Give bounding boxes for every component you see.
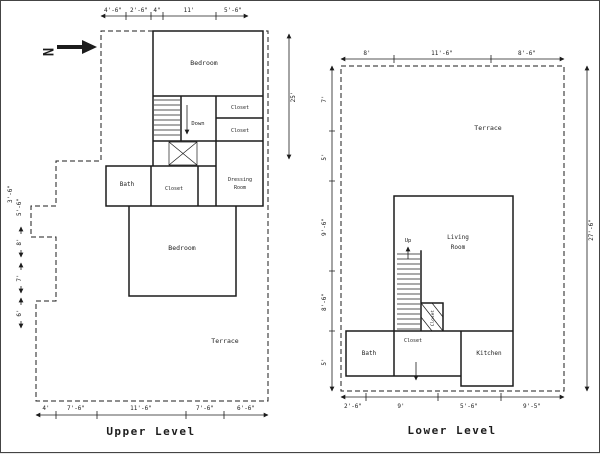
dim-label: 2'-6"	[130, 7, 148, 14]
upper-walls	[105, 30, 264, 297]
room-label-closet-hall: Closet	[165, 186, 183, 192]
room-label-closet-side: Closet	[430, 310, 436, 327]
room-label-terrace-lower: Terrace	[474, 124, 501, 132]
lower-level-title: Lower Level	[407, 424, 496, 437]
room-label-down: Down	[191, 121, 204, 127]
lower-level-plan: Terrace Living Room Up Closet Closet Bat…	[321, 50, 595, 437]
dim-label: 7'	[321, 95, 328, 102]
upper-dim-bottom-ticks	[55, 411, 225, 419]
lower-closet-hatch	[420, 302, 444, 332]
lower-dashed-boundary	[340, 65, 565, 392]
dim-label: 5'-6"	[16, 198, 23, 216]
dim-label: 7'-6"	[196, 405, 214, 412]
dim-label: 27'-6"	[588, 219, 595, 241]
dim-label: 8'	[363, 50, 370, 57]
dim-label: 6'-6"	[237, 405, 255, 412]
room-label-bath: Bath	[120, 181, 135, 188]
north-arrow-head	[82, 40, 97, 54]
room-label-living-1: Living	[447, 234, 469, 241]
upper-level-plan: Bedroom Down Closet Closet Bath Closet D…	[7, 7, 297, 438]
upper-stairs	[154, 99, 190, 136]
room-label-terrace-upper: Terrace	[211, 337, 238, 345]
room-label-closet-under: Closet	[404, 338, 422, 344]
upper-dim-bottom: 4' 7'-6" 11'-6" 7'-6" 6'-6"	[35, 405, 269, 419]
room-label-closet-lower: Closet	[231, 128, 249, 134]
lower-dim-right: 27'-6"	[584, 65, 595, 392]
dim-label: 9'-5"	[523, 403, 541, 410]
lower-dim-top-ticks	[393, 55, 492, 63]
dim-label: 9'-6"	[321, 218, 328, 236]
upper-dim-top-ticks	[125, 12, 217, 20]
upper-stair-treads	[154, 99, 180, 136]
dim-label: 25'	[290, 92, 297, 103]
room-label-bedroom-top: Bedroom	[190, 59, 217, 67]
dim-label: 4"	[153, 7, 160, 14]
north-label: N	[39, 48, 55, 56]
lower-dim-bottom: 2'-6" 9' 5'-6" 9'-5"	[340, 393, 565, 410]
dim-label: 11'-6"	[431, 50, 453, 57]
dim-label: 8'-6"	[518, 50, 536, 57]
room-label-up: Up	[405, 238, 412, 244]
dim-label: 4'	[42, 405, 49, 412]
dim-label: 11'-6"	[130, 405, 152, 412]
upper-dim-left: 3'-6" 5'-6" 8' 7' 6'	[7, 185, 24, 329]
lower-stairs	[397, 246, 420, 330]
lower-dim-top: 8' 11'-6" 8'-6"	[340, 50, 565, 63]
dim-label: 7'-6"	[67, 405, 85, 412]
dim-label: 8'-6"	[321, 293, 328, 311]
lower-stair-treads	[397, 253, 420, 330]
dim-label: 5'-6"	[460, 403, 478, 410]
dim-label: 5'-6"	[224, 7, 242, 14]
dim-label: 6'	[16, 309, 23, 316]
room-label-living-2: Room	[451, 244, 466, 251]
dim-label: 9'	[397, 403, 404, 410]
room-label-dressing-1: Dressing	[228, 177, 252, 183]
room-label-bedroom-main: Bedroom	[168, 244, 195, 252]
upper-stairwell-box	[168, 141, 198, 166]
dim-label: 7'	[16, 274, 23, 281]
room-label-kitchen: Kitchen	[476, 350, 502, 357]
lower-dim-bottom-ticks	[365, 393, 502, 401]
upper-dim-top: 4'-6" 2'-6" 4" 11' 5'-6"	[100, 7, 249, 20]
dim-label: 8'	[16, 238, 23, 245]
dim-label: 4'-6"	[104, 7, 122, 14]
north-arrow: N	[39, 40, 97, 56]
upper-level-title: Upper Level	[106, 425, 195, 438]
dim-label: 5'	[321, 153, 328, 160]
room-label-dressing-2: Room	[234, 185, 246, 191]
dim-label: 5'	[321, 358, 328, 365]
room-label-bath-lower: Bath	[362, 350, 377, 357]
upper-dim-right: 25'	[286, 33, 297, 160]
dim-label: 11'	[184, 7, 195, 14]
dim-label: 2'-6"	[344, 403, 362, 410]
dim-label: 3'-6"	[7, 185, 14, 203]
lower-dim-left-ticks	[329, 130, 335, 332]
upper-dashed-boundary	[30, 30, 269, 402]
lower-walls	[345, 195, 514, 387]
room-label-closet-upper: Closet	[231, 105, 249, 111]
lower-dim-left: 7' 5' 9'-6" 8'-6" 5'	[321, 65, 335, 392]
